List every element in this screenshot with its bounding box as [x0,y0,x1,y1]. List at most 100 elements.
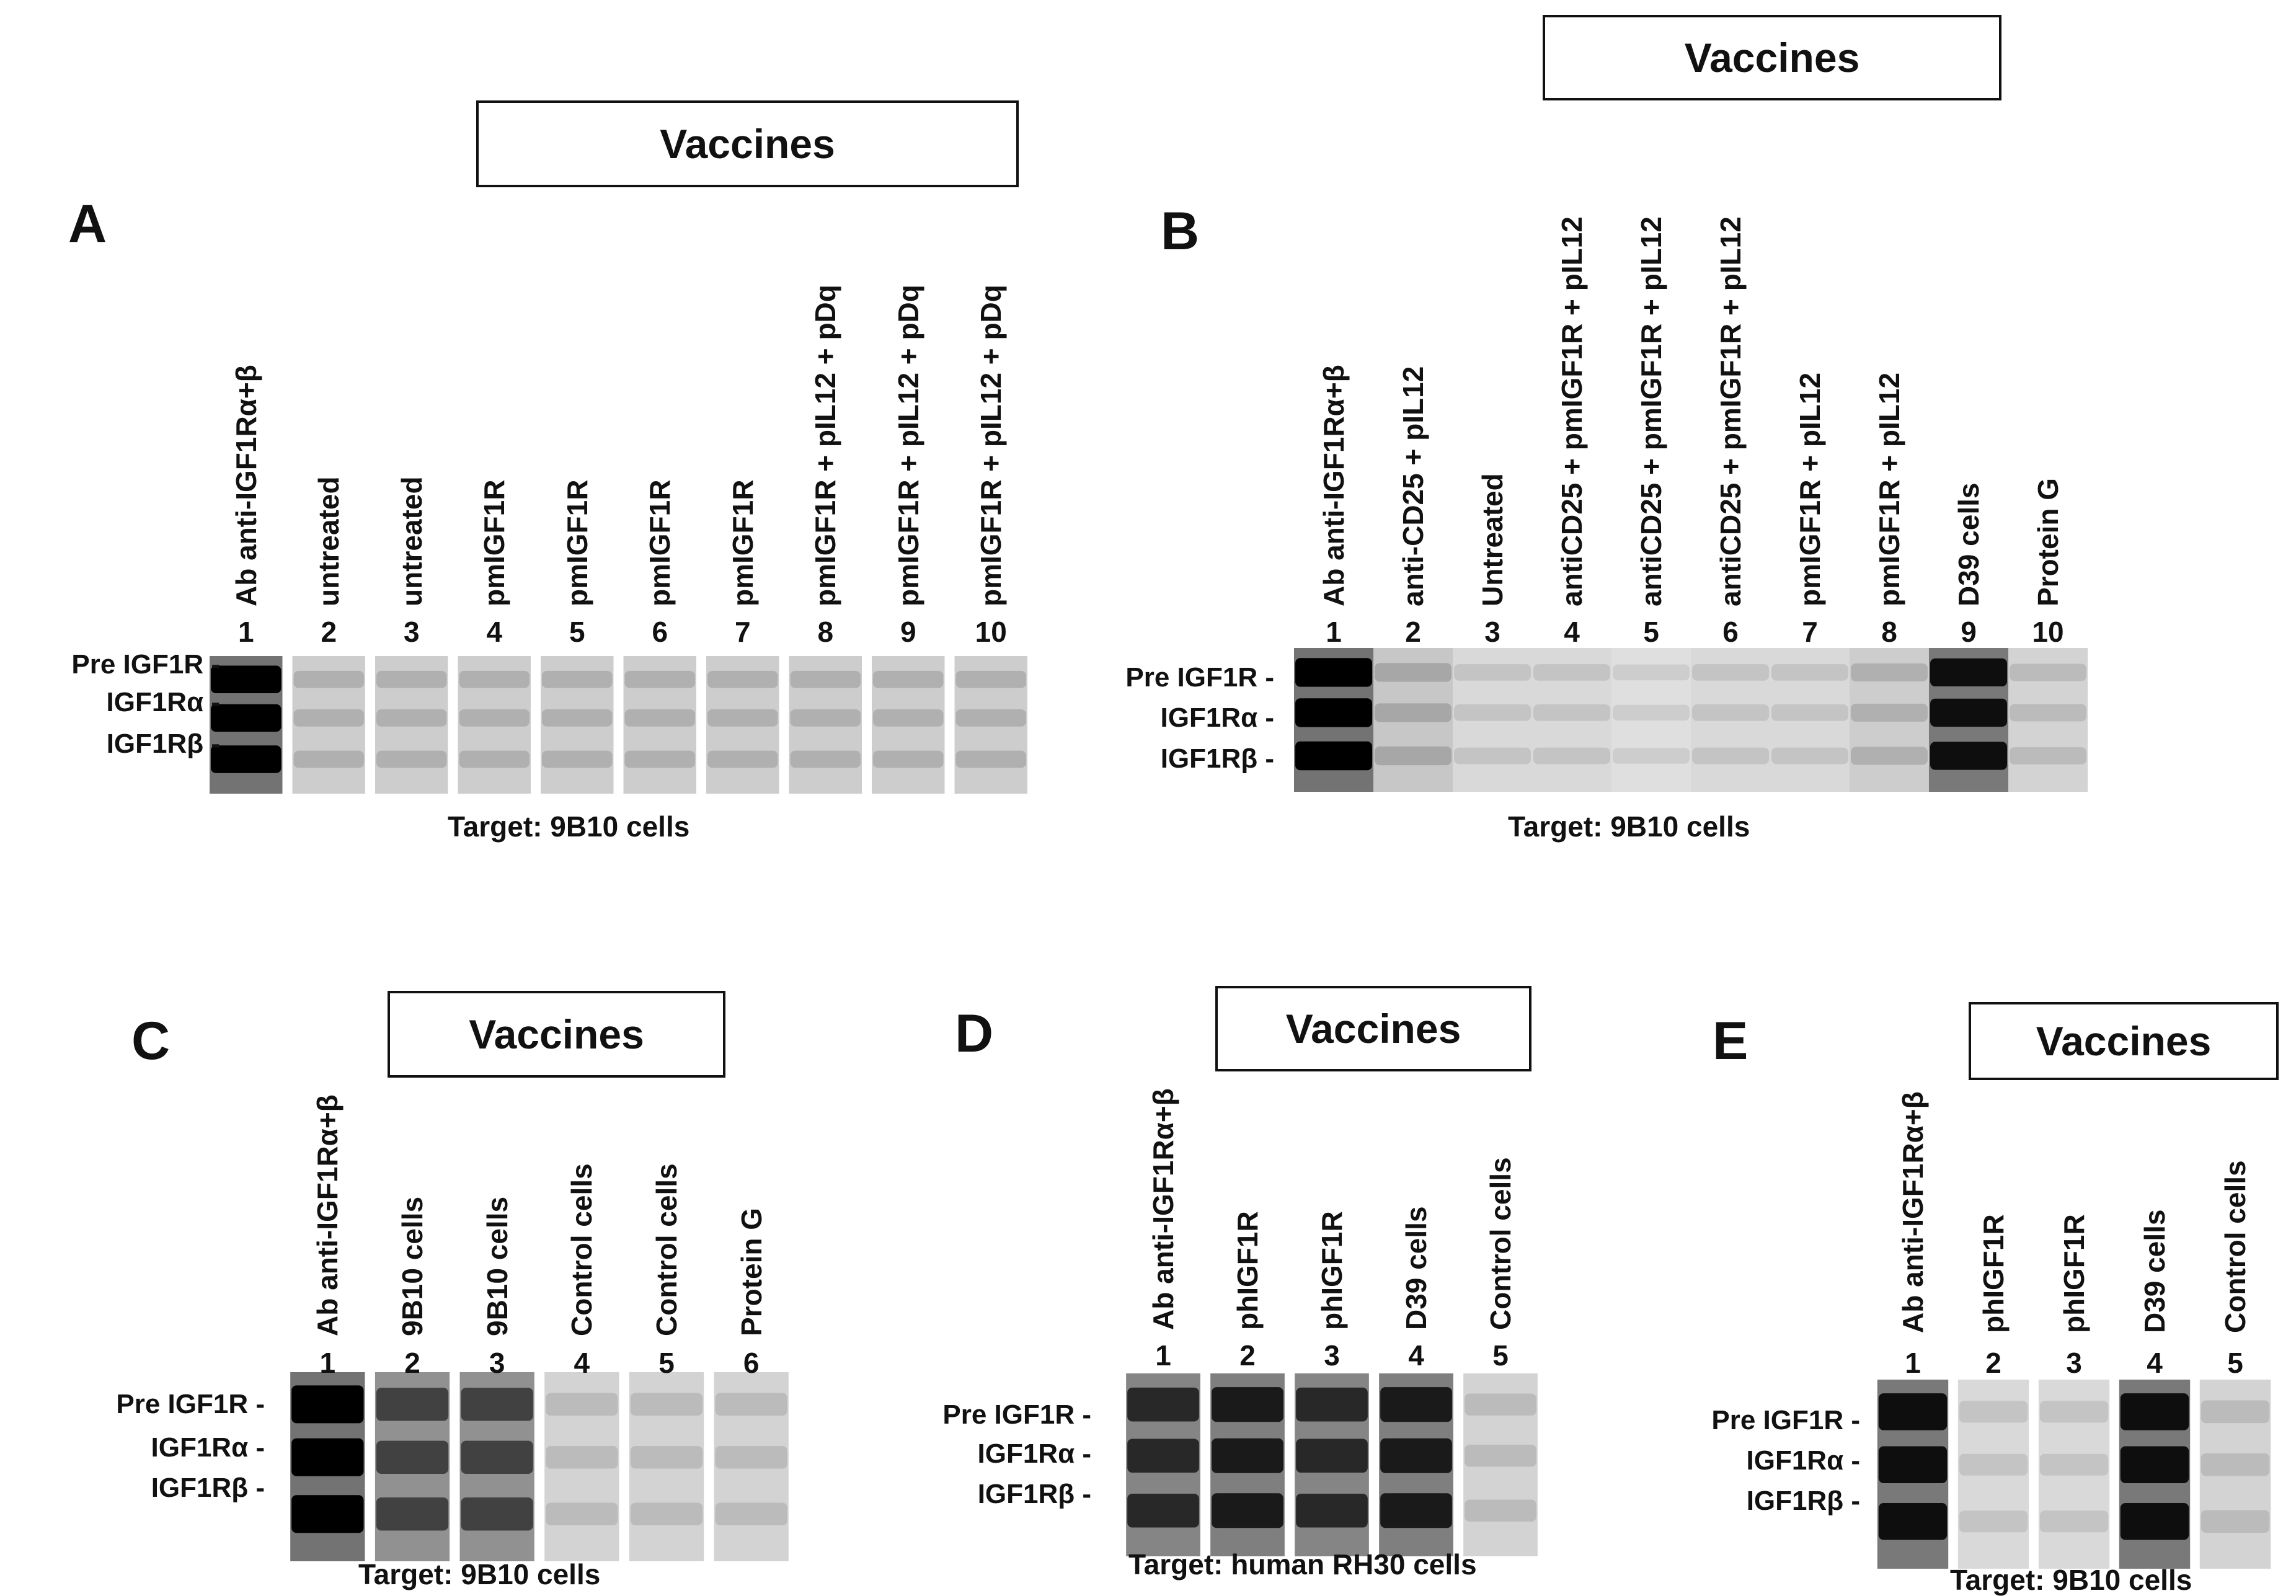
lane-smear [1532,648,1611,792]
lane-label: antiCD25 + pmIGF1R + pIL12 [1556,216,1588,606]
lane-number: 3 [1484,616,1500,648]
target-caption: Target: 9B10 cells [358,1558,601,1590]
band-2 [293,709,364,727]
blot-lane-8 [1850,648,1929,792]
lane-number: 3 [403,616,420,648]
band-3 [1465,1499,1536,1522]
band-1 [624,670,695,688]
band-2 [1878,1446,1948,1483]
lane-number: 10 [975,616,1007,648]
band-3 [1296,1493,1368,1528]
lane-number: 4 [486,616,503,648]
band-1 [376,1388,449,1421]
target-caption: Target: 9B10 cells [448,810,690,843]
lane-label: Control cells [650,1163,683,1336]
blot-lane-9 [872,656,945,794]
band-1 [291,1385,364,1424]
band-2 [1613,704,1690,721]
band-3 [1533,747,1610,765]
lane-number: 2 [321,616,337,648]
lane-number: 6 [652,616,668,648]
band-1 [1454,664,1531,681]
band-3 [542,750,613,768]
band-1 [2039,1401,2109,1423]
band-3 [1771,747,1848,765]
blot-lane-3 [375,656,448,794]
lane-smear [1691,648,1770,792]
band-2 [707,709,778,727]
lane-label: Untreated [1476,473,1509,606]
band-label: IGF1Rβ - [1160,743,1274,774]
band-2 [461,1440,533,1474]
lane-label: 9B10 cells [396,1196,428,1336]
band-1 [1295,658,1372,687]
lane-smear [1770,648,1850,792]
band-3 [1613,748,1690,764]
blot-lane-5 [1611,648,1691,792]
band-3 [1851,747,1928,765]
panel-label: B [1161,202,1200,261]
band-1 [542,670,613,688]
lane-label: phIGF1R [2058,1214,2090,1333]
band-3 [376,1497,449,1531]
blot-lane-4 [544,1372,619,1561]
band-1 [1851,663,1928,681]
band-label: IGF1Rα - [1746,1445,1861,1476]
blot-lane-2 [375,1372,450,1561]
lane-number: 3 [1324,1339,1340,1372]
band-2 [542,709,613,727]
band-3 [624,750,695,768]
band-label: Pre IGF1R - [1125,662,1274,693]
band-3 [2120,1503,2189,1540]
blot-lane-10 [954,656,1027,794]
blot-image [1873,1380,2276,1569]
lane-smear [1463,1373,1538,1556]
lane-number: 5 [2227,1347,2243,1379]
band-1 [293,670,364,688]
band-3 [546,1502,618,1526]
blot-lane-1 [1877,1380,1949,1569]
lane-smear [2008,648,2088,792]
band-3 [2039,1510,2109,1533]
band-3 [211,745,281,773]
band-2 [376,709,447,727]
band-2 [1454,704,1531,721]
lane-number: 2 [1239,1339,1256,1372]
band-2 [624,709,695,727]
band-2 [630,1445,703,1469]
band-1 [1613,664,1690,681]
blot-lane-9 [1929,648,2008,792]
band-1 [1959,1401,2028,1423]
lane-smear [1611,648,1691,792]
lane-number: 5 [1492,1339,1509,1372]
lane-smear [714,1372,789,1561]
band-3 [1127,1493,1199,1528]
blot-lane-3 [1295,1373,1369,1556]
band-2 [1295,698,1372,727]
lane-number: 5 [1643,616,1659,648]
band-2 [2039,1453,2109,1476]
band-2 [955,709,1026,727]
band-1 [211,665,281,693]
lane-number: 4 [1564,616,1580,648]
blot-lane-4 [1379,1373,1453,1556]
lane-label: Control cells [2219,1160,2251,1333]
lane-number: 5 [658,1347,675,1379]
blot-lane-2 [1957,1380,2029,1569]
blot-lane-4 [1532,648,1611,792]
band-label: IGF1Rβ - [106,729,220,759]
band-2 [1127,1439,1199,1473]
band-2 [1771,704,1848,721]
band-3 [1692,747,1769,765]
lane-label: Ab anti-IGF1Rα+β [311,1094,344,1336]
blot-image [205,656,1032,794]
lane-number: 8 [817,616,834,648]
band-2 [2010,704,2086,722]
band-3 [2201,1510,2270,1533]
band-1 [873,670,944,688]
band-2 [376,1440,449,1474]
band-1 [955,670,1026,688]
band-2 [1296,1439,1368,1473]
lane-label: pmIGF1R [644,479,676,606]
lane-number: 7 [1802,616,1818,648]
